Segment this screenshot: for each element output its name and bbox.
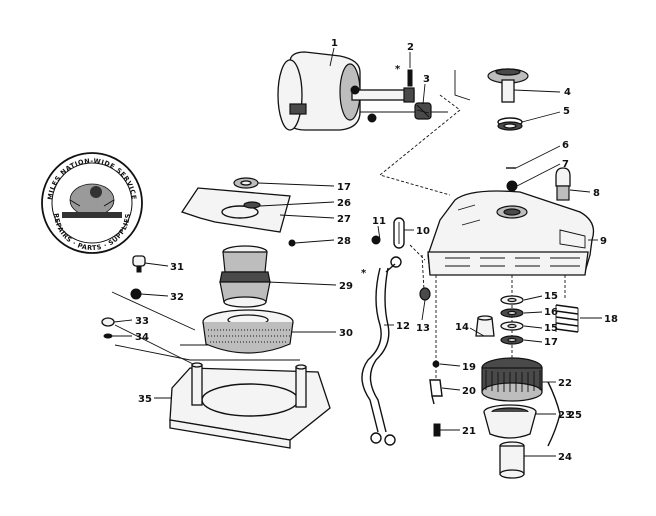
screw-part-2 — [407, 69, 413, 87]
screw-part-28 — [288, 239, 296, 247]
asterisk-mark-motor: * — [395, 64, 401, 75]
grinding-ring-part-30 — [202, 309, 294, 354]
clip-part-20 — [429, 379, 443, 405]
label-2: 2 — [407, 42, 414, 53]
part-number-labels: 1 2 3 4 5 6 7 8 9 10 11 12 13 14 15 15 1… — [135, 38, 618, 463]
label-33: 33 — [135, 316, 149, 327]
leader-lines — [112, 47, 602, 457]
motor — [277, 51, 415, 131]
label-6: 6 — [562, 140, 569, 151]
label-12: 12 — [396, 321, 410, 332]
label-15a: 15 — [544, 291, 558, 302]
bolt-part-31 — [132, 255, 146, 273]
label-5: 5 — [563, 106, 570, 117]
spring-part-18 — [555, 304, 579, 333]
label-21: 21 — [462, 426, 476, 437]
housing-part-9 — [427, 190, 595, 276]
power-cord-part-12 — [361, 256, 402, 446]
washer-part-34 — [103, 333, 113, 339]
label-35: 35 — [138, 394, 152, 405]
grommet-part-13 — [419, 287, 431, 301]
clip-part-10 — [393, 217, 405, 249]
label-22: 22 — [558, 378, 572, 389]
label-20: 20 — [462, 386, 476, 397]
label-28: 28 — [337, 236, 351, 247]
label-17a: 17 — [544, 337, 558, 348]
rotor-part-29 — [219, 245, 271, 308]
washer-part-17 — [233, 177, 259, 189]
brace-25 — [547, 381, 561, 447]
washer-stack — [500, 295, 524, 345]
cap-part-14 — [475, 315, 495, 337]
label-13: 13 — [416, 323, 430, 334]
asterisk-mark-cord: * — [361, 268, 367, 279]
gasket-part-27 — [180, 187, 291, 233]
label-9: 9 — [600, 236, 607, 247]
label-24: 24 — [558, 452, 572, 463]
service-seal-logo: MILES NATION-WIDE SERVICE REPAIRS · PART… — [41, 152, 143, 254]
label-18: 18 — [604, 314, 618, 325]
washer-part-5 — [497, 117, 523, 131]
label-7: 7 — [562, 159, 569, 170]
label-8: 8 — [593, 188, 600, 199]
label-19: 19 — [462, 362, 476, 373]
bulb-part-8 — [555, 167, 571, 201]
gear-part-22 — [481, 357, 543, 402]
label-31: 31 — [170, 262, 184, 273]
label-1: 1 — [331, 38, 338, 49]
nut-part-32 — [130, 288, 142, 300]
nut-part-11 — [371, 235, 381, 245]
label-34: 34 — [135, 332, 149, 343]
label-17b: 17 — [337, 182, 351, 193]
label-11: 11 — [372, 216, 386, 227]
label-4: 4 — [564, 87, 571, 98]
base-plate-part-35 — [169, 362, 331, 449]
label-30: 30 — [339, 328, 353, 339]
label-26: 26 — [337, 198, 351, 209]
label-3: 3 — [423, 74, 430, 85]
knob-part-4 — [487, 68, 529, 103]
washer-part-26 — [243, 201, 261, 209]
screw-part-19 — [432, 360, 440, 368]
label-25: 25 — [568, 410, 582, 421]
bushing-part-23 — [483, 404, 537, 439]
label-14: 14 — [455, 322, 469, 333]
label-10: 10 — [416, 226, 430, 237]
spring-part-3 — [414, 102, 432, 120]
cap-part-33 — [101, 317, 115, 327]
label-27: 27 — [337, 214, 351, 225]
label-15b: 15 — [544, 323, 558, 334]
label-32: 32 — [170, 292, 184, 303]
label-16a: 16 — [544, 307, 558, 318]
nut-part-7 — [506, 180, 518, 192]
screw-part-21 — [433, 423, 441, 437]
sleeve-part-24 — [499, 441, 525, 479]
label-23: 23 — [558, 410, 572, 421]
label-29: 29 — [339, 281, 353, 292]
